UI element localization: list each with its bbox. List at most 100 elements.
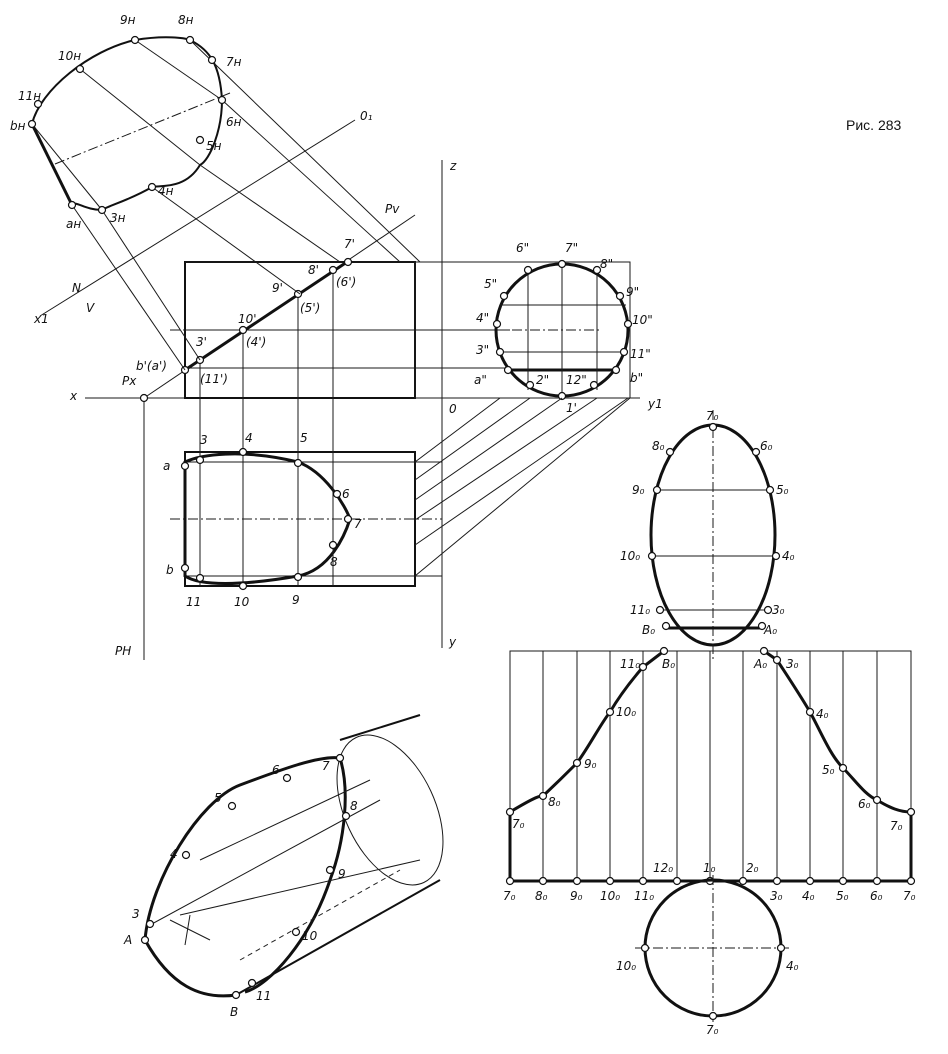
point-label: 9 bbox=[338, 867, 346, 881]
construction-point bbox=[140, 935, 150, 945]
construction-point bbox=[655, 605, 665, 615]
point-label: 7 bbox=[322, 759, 330, 773]
development-net: B₀ 11₀ 10₀ 9₀ 8₀ 7₀ A₀ 3₀ 4₀ 5₀ 6₀ 7₀ 7₀… bbox=[503, 646, 916, 1037]
construction-point bbox=[805, 707, 815, 717]
construction-point bbox=[572, 876, 582, 886]
axo-front-contour-top bbox=[143, 756, 341, 941]
construction-point bbox=[499, 291, 509, 301]
point-label: 7₀ bbox=[706, 409, 719, 423]
construction-point bbox=[572, 758, 582, 768]
construction-point bbox=[195, 135, 205, 145]
axonometric-view: 3 A 4 5 6 7 8 9 10 11 B bbox=[123, 714, 444, 1019]
construction-point bbox=[525, 380, 535, 390]
point-label: 5" bbox=[484, 277, 497, 291]
construction-point bbox=[227, 801, 237, 811]
generator-lines bbox=[542, 651, 878, 881]
point-label: 8₀ bbox=[535, 889, 548, 903]
construction-point bbox=[195, 573, 205, 583]
construction-point bbox=[523, 265, 533, 275]
construction-point bbox=[765, 485, 775, 495]
point-label: A₀ bbox=[753, 657, 767, 671]
point-label: 7₀ bbox=[903, 889, 916, 903]
construction-point bbox=[906, 807, 916, 817]
point-label: 9 bbox=[292, 593, 300, 607]
point-label: 6н bbox=[226, 115, 242, 129]
point-label: 8' bbox=[308, 263, 319, 277]
construction-point bbox=[492, 319, 502, 329]
construction-point bbox=[672, 876, 682, 886]
point-label: 3₀ bbox=[770, 889, 783, 903]
construction-point bbox=[708, 1011, 718, 1021]
construction-point bbox=[538, 791, 548, 801]
construction-point bbox=[615, 291, 625, 301]
point-label: 7" bbox=[565, 241, 578, 255]
construction-point bbox=[647, 551, 657, 561]
point-label: 4₀ bbox=[802, 889, 815, 903]
construction-point bbox=[503, 365, 513, 375]
construction-point bbox=[335, 753, 345, 763]
development-ellipse: 7₀ 8₀ 6₀ 9₀ 5₀ 10₀ 4₀ 11₀ 3₀ B₀ A₀ bbox=[620, 409, 795, 660]
z-axis-label: z bbox=[449, 159, 457, 173]
construction-point bbox=[640, 943, 650, 953]
point-label: 6 bbox=[272, 763, 280, 777]
natural-size-edge bbox=[30, 123, 74, 206]
construction-point bbox=[97, 205, 107, 215]
point-label: 8н bbox=[178, 13, 194, 27]
construction-point bbox=[557, 259, 567, 269]
point-label: 11 bbox=[256, 989, 271, 1003]
construction-point bbox=[619, 347, 629, 357]
point-label: aн bbox=[66, 217, 81, 231]
construction-point bbox=[217, 95, 227, 105]
point-label: 10 bbox=[234, 595, 250, 609]
point-label: b bbox=[166, 563, 174, 577]
point-label: b'(a') bbox=[136, 359, 167, 373]
construction-point bbox=[838, 876, 848, 886]
point-label: 7н bbox=[226, 55, 242, 69]
construction-point bbox=[195, 455, 205, 465]
construction-point bbox=[247, 978, 257, 988]
point-label: 7₀ bbox=[512, 817, 525, 831]
point-label: A bbox=[123, 933, 132, 947]
point-label: 10 bbox=[302, 929, 318, 943]
point-label: 4₀ bbox=[786, 959, 799, 973]
construction-point bbox=[207, 55, 217, 65]
point-label: 7' bbox=[344, 237, 355, 251]
construction-point bbox=[145, 919, 155, 929]
point-label: 8 bbox=[350, 799, 358, 813]
n-plane-label: N bbox=[72, 281, 81, 295]
side-view: 6" 7" 8" 5" 9" 4" 10" 3" 11" a" 2" 12" b… bbox=[414, 241, 653, 415]
construction-point bbox=[623, 319, 633, 329]
point-label: 3₀ bbox=[786, 657, 799, 671]
px-label: Px bbox=[122, 374, 137, 388]
construction-point bbox=[505, 876, 515, 886]
point-label: 5н bbox=[206, 139, 222, 153]
construction-point bbox=[757, 621, 767, 631]
construction-point bbox=[772, 655, 782, 665]
construction-point bbox=[238, 447, 248, 457]
point-label: (11') bbox=[200, 372, 228, 386]
point-label: 3 bbox=[132, 907, 140, 921]
construction-point bbox=[751, 447, 761, 457]
construction-point bbox=[33, 99, 43, 109]
point-label: 11₀ bbox=[634, 889, 654, 903]
y1-axis-label: y1 bbox=[647, 397, 663, 411]
point-label: 9₀ bbox=[584, 757, 597, 771]
point-label: 4 bbox=[245, 431, 253, 445]
construction-point bbox=[592, 265, 602, 275]
ph-label: PH bbox=[115, 644, 131, 658]
construction-point bbox=[872, 876, 882, 886]
axes: x z y y1 0 Pv Px PH x1 0₁ N V bbox=[33, 109, 663, 660]
x-axis-label: x bbox=[69, 389, 78, 403]
v-plane-label: V bbox=[86, 301, 95, 315]
point-label: 12₀ bbox=[653, 861, 673, 875]
point-label: 10₀ bbox=[616, 705, 636, 719]
point-label: A₀ bbox=[763, 623, 777, 637]
point-label: 3н bbox=[110, 211, 126, 225]
construction-point bbox=[67, 200, 77, 210]
point-label: 6₀ bbox=[870, 889, 883, 903]
construction-point bbox=[332, 489, 342, 499]
pv-label: Pv bbox=[385, 202, 400, 216]
construction-point bbox=[505, 807, 515, 817]
construction-point bbox=[708, 422, 718, 432]
